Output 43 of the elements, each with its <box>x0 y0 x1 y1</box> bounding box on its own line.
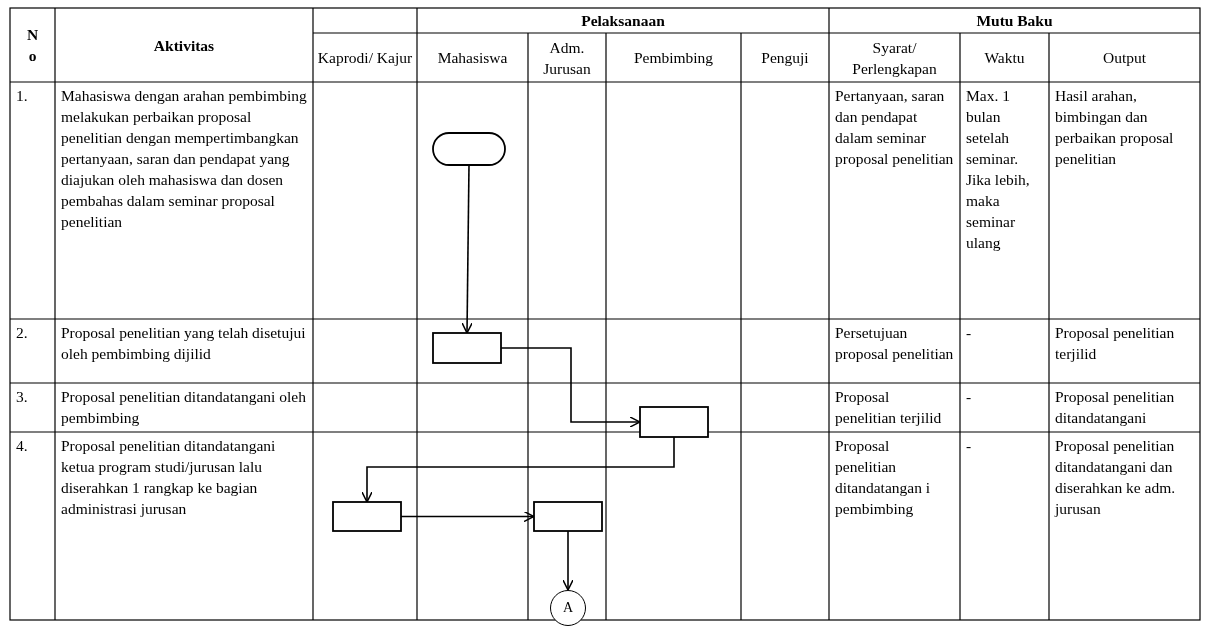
column-header: Syarat/ Perlengkapan <box>851 37 938 79</box>
requirement-text: Persetujuan proposal penelitian <box>834 323 955 364</box>
output-text: Proposal penelitian ditandatangani <box>1054 387 1176 428</box>
column-header: Waktu <box>984 48 1025 68</box>
column-header: Kaprodi/ Kajur <box>317 48 413 68</box>
output-text: Hasil arahan, bimbingan dan perbaikan proposal penelitian <box>1054 86 1175 169</box>
process-box <box>533 501 603 532</box>
time-text: - <box>965 323 973 343</box>
column-header: Aktivitas <box>153 35 215 56</box>
column-header: Mahasiswa <box>437 48 508 68</box>
process-box <box>332 501 402 532</box>
terminator-shape <box>432 132 506 166</box>
column-header: Penguji <box>761 48 809 68</box>
group-header: Mutu Baku <box>976 11 1053 31</box>
column-header: Pembimbing <box>633 48 714 68</box>
process-box <box>639 406 709 438</box>
requirement-text: Proposal penelitian ditandatangan i pembimbing <box>834 436 932 519</box>
connector-label: A <box>562 601 574 615</box>
process-box <box>432 332 502 364</box>
requirement-text: Pertanyaan, saran dan pendapat dalam seminar proposal penelitian <box>834 86 955 169</box>
arrow <box>500 347 641 428</box>
arrow <box>562 530 574 591</box>
column-header: Adm. Jurusan <box>542 37 592 79</box>
arrow <box>361 436 675 503</box>
activity-text: Proposal penelitian ditandatangani ketua program studi/jurusan lalu diserahkan 1 rangkap ke bagian administrasi jurusan <box>60 436 277 519</box>
output-text: Proposal penelitian ditandatangani dan diserahkan ke adm. jurusan <box>1053 436 1177 519</box>
activity-text: Mahasiswa dengan arahan pembimbing melakukan perbaikan proposal penelitian dengan mempertimbangkan pertanyaan, saran dan pendapat yang diajukan oleh mahasiswa dan dosen pembahas dalam seminar proposal penelitian <box>60 86 308 232</box>
activity-text: Proposal penelitian yang telah disetujui oleh pembimbing dijilid <box>60 323 307 364</box>
group-header: Pelaksanaan <box>581 11 665 31</box>
time-text: - <box>965 387 973 407</box>
output-text: Proposal penelitian terjilid <box>1054 323 1176 364</box>
column-header: No <box>26 25 39 66</box>
column-header: Output <box>1102 48 1147 68</box>
row-number: 1. <box>15 86 29 106</box>
time-text: Max. 1 bulan setelah seminar. Jika lebih, maka seminar ulang <box>965 86 1031 253</box>
time-text: - <box>965 436 973 456</box>
activity-text: Proposal penelitian ditandatangani oleh pembimbing <box>60 387 307 428</box>
row-number: 4. <box>15 436 29 456</box>
row-number: 3. <box>15 387 29 407</box>
arrow <box>400 510 535 523</box>
arrow <box>461 164 473 334</box>
row-number: 2. <box>15 323 29 343</box>
requirement-text: Proposal penelitian terjilid <box>834 387 943 428</box>
